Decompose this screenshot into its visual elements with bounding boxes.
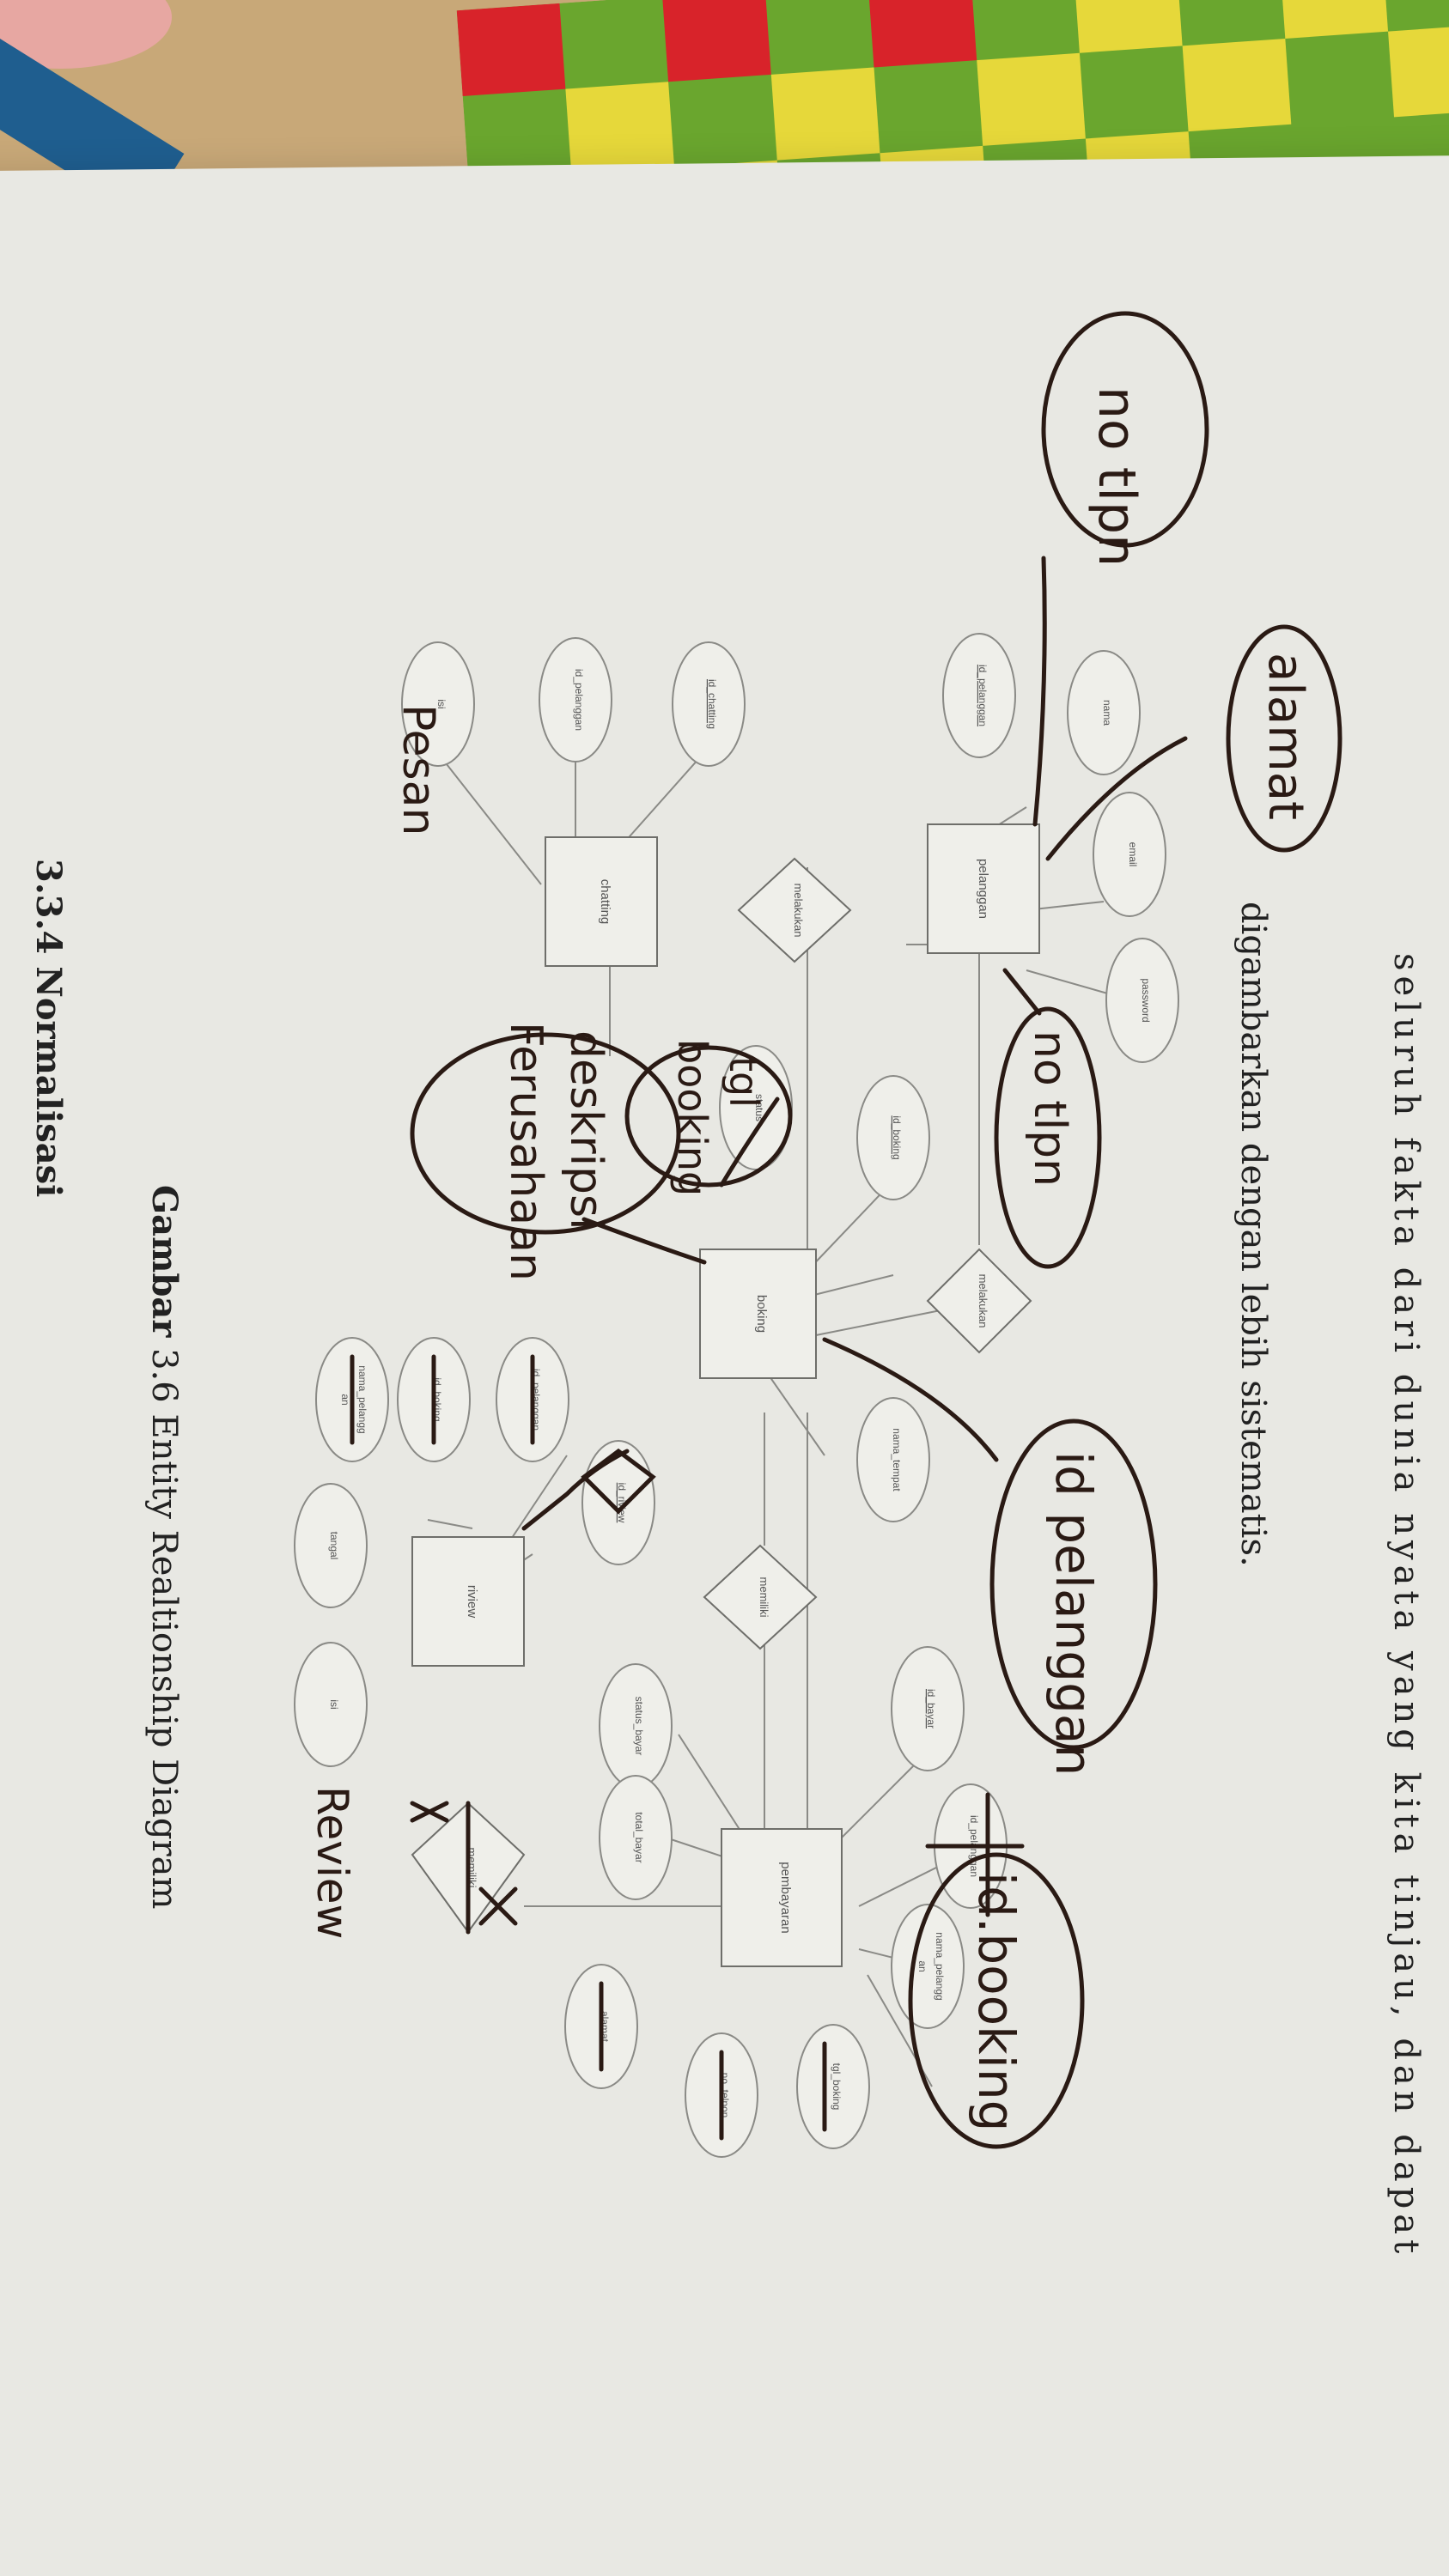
handwriting-id-pelanggan: id pelanggan bbox=[1044, 1451, 1103, 1776]
handwriting-pesan: Pesan bbox=[393, 704, 444, 835]
handwriting-tgl-booking-line2: booking bbox=[669, 1039, 715, 1196]
handwritten-line-deskripsi bbox=[581, 1217, 707, 1265]
handwriting-no-tlpn: no tlpn bbox=[1087, 386, 1147, 567]
handwritten-circle-deskripsi bbox=[410, 1032, 681, 1235]
relationship-melakukan-1: melakukan bbox=[737, 857, 852, 963]
attr-nama-tempat: nama_tempat bbox=[856, 1397, 930, 1522]
entity-pelanggan-label: pelanggan bbox=[976, 859, 990, 919]
entity-chatting-label: chatting bbox=[598, 879, 612, 925]
attr-total-bayar-label: total_bayar bbox=[633, 1812, 645, 1862]
entity-boking-label: boking bbox=[754, 1295, 769, 1333]
relationship-memiliki-label: memiliki bbox=[758, 1577, 770, 1618]
relationship-melakukan-2: melakukan bbox=[926, 1248, 1032, 1354]
handwriting-deskripsi-line2: Ferusahaan bbox=[500, 1022, 551, 1281]
handwritten-circle-no-tlpn-2 bbox=[994, 1006, 1102, 1269]
attr-email: email bbox=[1093, 792, 1166, 917]
handwritten-line-id-pelanggan bbox=[822, 1337, 999, 1462]
attr-id-bayar: id_bayar bbox=[891, 1646, 965, 1771]
attr-nama-label: nama bbox=[1101, 700, 1113, 726]
attr-tgl-boking-label: tgl_boking bbox=[831, 2063, 843, 2111]
attr-id-chatting: id_chatting bbox=[672, 641, 746, 767]
handwritten-circle-tgl-booking bbox=[624, 1045, 793, 1188]
attr-id-riview: id_riview bbox=[581, 1440, 655, 1565]
attr-tgl-boking: tgl_boking bbox=[796, 2024, 870, 2149]
attr-id-boking-label: id_boking bbox=[891, 1115, 903, 1159]
handwritten-text: no tlpn alamat Pesan no tlpn tgl booking… bbox=[307, 386, 1313, 2131]
handwritten-x-mark-2 bbox=[478, 1886, 518, 1926]
entity-pembayaran-label: pembayaran bbox=[778, 1862, 793, 1933]
handwritten-line-no-tlpn bbox=[1032, 556, 1047, 827]
handwritten-circle-alamat bbox=[1226, 624, 1342, 853]
attr-nama: nama bbox=[1067, 650, 1141, 775]
attr-status-label: status bbox=[753, 1094, 765, 1121]
attr-tangal: tangal bbox=[294, 1483, 368, 1608]
entity-pembayaran: pembayaran bbox=[721, 1828, 843, 1967]
attr-total-bayar: total_bayar bbox=[599, 1775, 673, 1900]
entity-boking: boking bbox=[699, 1249, 817, 1379]
handwritten-line-alamat bbox=[1045, 736, 1188, 861]
attr-isi-chat: isi bbox=[401, 641, 475, 767]
attr-email-label: email bbox=[1127, 842, 1139, 867]
attr-id-bayar-label: id_bayar bbox=[925, 1689, 937, 1728]
attr-chat-id-pelanggan-label: id_pelanggan bbox=[573, 669, 585, 731]
attr-id-boking: id_boking bbox=[856, 1075, 930, 1200]
attr-riv-nama-label: nama_pelangg bbox=[356, 1365, 368, 1433]
attr-tangal-label: tangal bbox=[328, 1532, 340, 1560]
attr-isi-riview: isi bbox=[294, 1642, 368, 1767]
handwriting-deskripsi-line1: deskripsi bbox=[560, 1030, 612, 1230]
relationship-melakukan-1-label: melakukan bbox=[792, 884, 805, 938]
handwriting-alamat: alamat bbox=[1257, 653, 1313, 820]
attr-isi-riview-label: isi bbox=[328, 1699, 340, 1709]
handwritten-x-mark-1 bbox=[410, 1801, 449, 1823]
relationship-melakukan-2-label: melakukan bbox=[977, 1274, 989, 1328]
attr-nama-tempat-label: nama_tempat bbox=[891, 1428, 903, 1492]
attr-chat-id-pelanggan: id_pelanggan bbox=[539, 637, 612, 762]
attr-status-bayar-label: status_bayar bbox=[633, 1697, 645, 1756]
attr-password: password bbox=[1105, 938, 1179, 1063]
attr-riv-nama-label-2: an bbox=[339, 1394, 351, 1405]
entity-chatting: chatting bbox=[545, 836, 658, 967]
attr-pay-nama: nama_pelangg an bbox=[891, 1904, 965, 2029]
attr-pay-nama-label: nama_pelangg bbox=[934, 1932, 946, 2000]
attr-id-pelanggan: id_pelanggan bbox=[942, 633, 1016, 758]
handwriting-review: Review bbox=[307, 1786, 357, 1939]
handwriting-tgl-booking-line1: tgl bbox=[721, 1056, 767, 1108]
attr-pay-nama-label-2: an bbox=[916, 1960, 928, 1971]
attr-isi-chat-label: isi bbox=[435, 699, 447, 708]
handwritten-diamond bbox=[581, 1448, 656, 1515]
entity-pelanggan: pelanggan bbox=[927, 823, 1040, 954]
attr-id-chatting-label: id_chatting bbox=[706, 679, 718, 729]
handwritten-circle-id-pelanggan bbox=[989, 1419, 1158, 1750]
handwritten-line-tgl bbox=[719, 1097, 780, 1188]
handwriting-no-tlpn-2: no tlpn bbox=[1024, 1030, 1075, 1187]
handwritten-line-tlpn bbox=[1002, 968, 1042, 1016]
attr-password-label: password bbox=[1140, 978, 1152, 1022]
handwritten-strokes bbox=[350, 311, 1342, 2149]
handwritten-circle-id-booking bbox=[908, 1852, 1085, 2149]
entity-boxes: pelanggan chatting boking pembayaran riv… bbox=[411, 823, 1040, 1967]
entity-riview: riview bbox=[411, 1536, 525, 1667]
handwritten-circle-no-tlpn bbox=[1041, 311, 1209, 548]
entity-riview-label: riview bbox=[465, 1585, 479, 1619]
attribute-ovals: id_pelanggan nama email password id_chat… bbox=[294, 633, 1179, 2158]
handwriting-id-booking: id.booking bbox=[967, 1872, 1026, 2131]
attr-status-bayar: status_bayar bbox=[599, 1663, 673, 1789]
relationship-memiliki: memiliki bbox=[703, 1544, 818, 1650]
attr-id-pelanggan-label: id_pelanggan bbox=[977, 665, 989, 726]
